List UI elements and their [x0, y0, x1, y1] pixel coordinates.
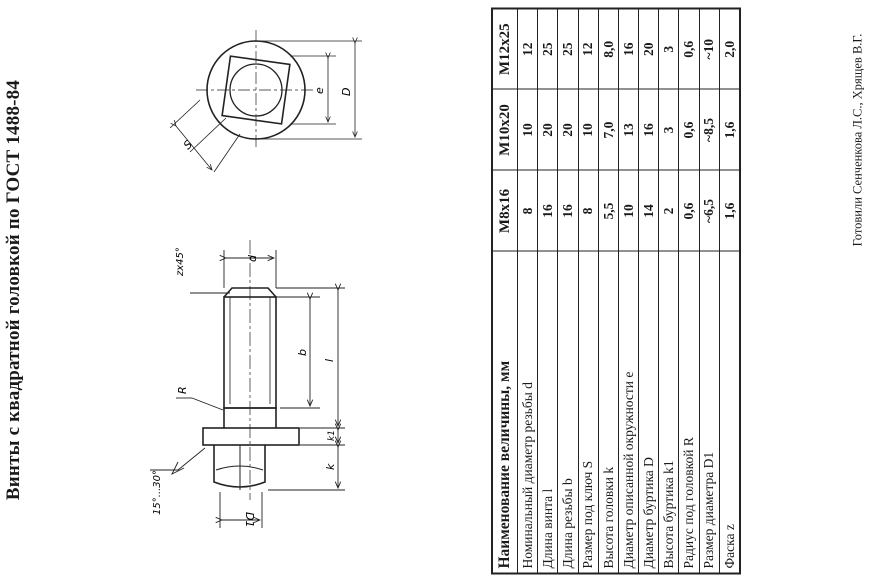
e-label: e [313, 87, 326, 94]
table-row: Длина винта l 16 20 25 [537, 8, 558, 574]
table-row: Высота головки k 5,5 7,0 8,0 [598, 8, 619, 574]
table-row: Диаметр буртика D 14 16 20 [638, 8, 659, 574]
d1-label: D1 [243, 512, 256, 527]
parameter-name: Размер диаметра D1 [699, 251, 720, 574]
parameter-value: 8 [517, 170, 538, 252]
parameter-value: 16 [638, 89, 659, 171]
head-end-view [169, 30, 362, 173]
parameter-value: 0,6 [678, 89, 700, 171]
parameter-value: ~6,5 [699, 170, 720, 252]
parameter-value: 12 [578, 8, 599, 90]
parameter-value: 10 [517, 89, 538, 171]
parameter-name: Номинальный диаметр резьбы d [517, 251, 538, 574]
parameter-value: ~8,5 [699, 89, 720, 171]
k1-label: k1 [327, 430, 337, 441]
table-row: Высота буртика k1 2 3 3 [658, 8, 679, 574]
parameter-name: Радиус под головкой R [678, 251, 700, 574]
parameter-value: 0,6 [678, 8, 700, 90]
parameters-table: Наименование величины, мм M8x16 M10x20 M… [491, 7, 741, 575]
table-row: Длина резьбы b 16 20 25 [557, 8, 579, 574]
parameter-value: 1,6 [719, 89, 740, 171]
parameter-name: Высота буртика k1 [658, 251, 679, 574]
parameter-value: 10 [578, 89, 599, 171]
parameter-value: 20 [638, 8, 659, 90]
k-label: k [324, 463, 337, 470]
header-size: M8x16 [492, 170, 518, 252]
angle-label: 15°...30° [152, 470, 163, 515]
table-row: Номинальный диаметр резьбы d 8 10 12 [517, 8, 538, 574]
parameter-value: ~10 [699, 8, 720, 90]
parameter-name: Фаска z [719, 251, 740, 574]
table-row: Размер под ключ S 8 10 12 [578, 8, 599, 574]
parameter-value: 12 [517, 8, 538, 90]
parameter-value: 20 [537, 89, 558, 171]
l-label: l [323, 359, 336, 362]
parameter-value: 5,5 [598, 170, 619, 252]
parameter-name: Высота головки k [598, 251, 619, 574]
chamfer-label: zx45° [175, 247, 186, 277]
parameter-value: 2,0 [719, 8, 740, 90]
parameter-value: 8,0 [598, 8, 619, 90]
parameter-value: 10 [618, 170, 639, 252]
parameter-value: 8 [578, 170, 599, 252]
table-row: Размер диаметра D1 ~6,5 ~8,5 ~10 [699, 8, 720, 574]
parameter-value: 16 [557, 170, 579, 252]
parameter-name: Диаметр буртика D [638, 251, 659, 574]
radius-label: R [176, 386, 189, 394]
parameter-value: 1,6 [719, 170, 740, 252]
parameter-value: 3 [658, 89, 679, 171]
parameter-name: Длина винта l [537, 251, 558, 574]
big-d-label: D [340, 88, 353, 96]
parameter-value: 25 [537, 8, 558, 90]
parameter-value: 0,6 [678, 170, 700, 252]
parameter-value: 13 [618, 89, 639, 171]
header-name: Наименование величины, мм [492, 251, 518, 574]
header-size: M10x20 [492, 89, 518, 171]
parameter-value: 25 [557, 8, 579, 90]
parameter-value: 16 [618, 8, 639, 90]
table-header-row: Наименование величины, мм M8x16 M10x20 M… [492, 8, 518, 574]
parameter-value: 7,0 [598, 89, 619, 171]
parameter-name: Диаметр описанной окружности e [618, 251, 639, 574]
parameter-name: Длина резьбы b [557, 251, 579, 574]
parameters-table-wrapper: Наименование величины, мм M8x16 M10x20 M… [491, 7, 741, 575]
dimension-lines [150, 250, 345, 528]
parameter-value: 3 [658, 8, 679, 90]
table-row: Фаска z 1,6 1,6 2,0 [719, 8, 740, 574]
parameter-value: 20 [557, 89, 579, 171]
table-row: Диаметр описанной окружности e 10 13 16 [618, 8, 639, 574]
parameter-value: 16 [537, 170, 558, 252]
header-size: M12x25 [492, 8, 518, 90]
parameter-name: Размер под ключ S [578, 251, 599, 574]
screw-side-view [202, 287, 300, 490]
parameter-value: 2 [658, 170, 679, 252]
parameter-value: 14 [638, 170, 659, 252]
table-row: Радиус под головкой R 0,6 0,6 0,6 [678, 8, 700, 574]
b-label: b [296, 349, 309, 356]
d-label: d [246, 254, 259, 262]
